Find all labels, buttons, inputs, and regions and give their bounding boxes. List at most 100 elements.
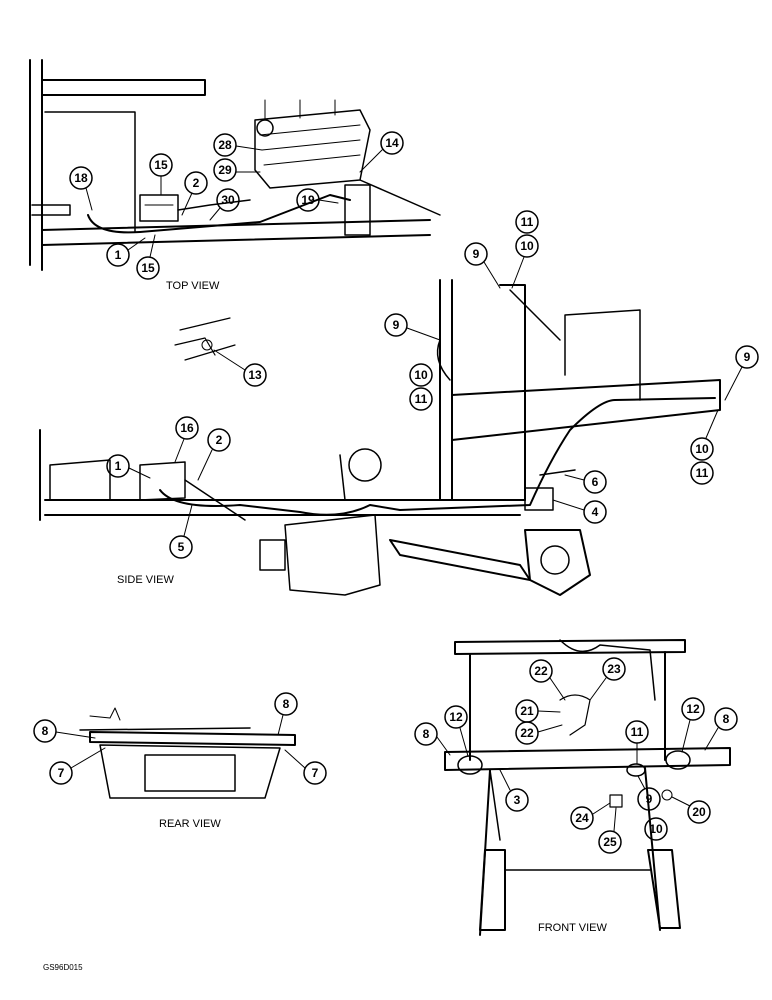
svg-text:11: 11	[415, 392, 428, 406]
rear-view-label: REAR VIEW	[159, 818, 221, 830]
svg-text:9: 9	[393, 318, 400, 332]
svg-text:10: 10	[520, 239, 534, 253]
callout-28: 28	[213, 133, 263, 157]
side-view: 1 16 2 5 9 10 11 9 10 11 9 10 11 6 4 SID…	[39, 210, 759, 596]
callout-29: 29	[213, 158, 261, 182]
svg-text:10: 10	[649, 822, 663, 836]
svg-text:4: 4	[592, 505, 599, 519]
callout-9c: 9	[724, 345, 759, 401]
callout-10b: 10	[515, 234, 539, 258]
svg-text:14: 14	[385, 136, 399, 150]
callout-2a: 2	[181, 171, 208, 216]
callout-11c: 11	[690, 409, 719, 485]
front-view: 22 23 21 22 12 8 12 8 11 3 9 20 24 25 10…	[414, 639, 738, 936]
svg-text:10: 10	[695, 442, 709, 456]
svg-text:18: 18	[74, 171, 88, 185]
callout-1b: 1	[106, 454, 151, 479]
svg-text:12: 12	[686, 702, 700, 716]
rear-view: 8 8 7 7 REAR VIEW	[33, 692, 327, 830]
svg-text:9: 9	[744, 350, 751, 364]
svg-text:11: 11	[631, 725, 644, 739]
svg-text:7: 7	[58, 766, 65, 780]
svg-text:9: 9	[473, 247, 480, 261]
svg-text:2: 2	[216, 433, 223, 447]
svg-text:8: 8	[42, 724, 49, 738]
side-view-label: SIDE VIEW	[117, 574, 174, 586]
svg-text:22: 22	[534, 664, 548, 678]
figure-code: GS96D015	[43, 963, 83, 972]
svg-text:8: 8	[423, 727, 430, 741]
callout-10a: 10	[409, 363, 433, 387]
svg-text:10: 10	[414, 368, 428, 382]
svg-text:13: 13	[248, 368, 262, 382]
callout-16: 16	[174, 416, 199, 463]
svg-text:30: 30	[221, 193, 235, 207]
callout-5: 5	[169, 504, 193, 559]
callout-12a: 12	[444, 705, 469, 757]
callout-22a: 22	[529, 659, 566, 701]
svg-text:2: 2	[193, 176, 200, 190]
svg-text:7: 7	[312, 766, 319, 780]
svg-text:15: 15	[154, 158, 168, 172]
callout-15b: 15	[136, 234, 160, 280]
callout-6: 6	[564, 470, 607, 494]
callout-12b: 12	[681, 697, 705, 753]
callout-9b: 9	[464, 242, 501, 289]
callout-24: 24	[570, 802, 611, 830]
svg-text:11: 11	[521, 215, 534, 229]
callout-4: 4	[552, 499, 607, 524]
svg-text:11: 11	[696, 466, 709, 480]
callout-9a: 9	[384, 313, 441, 341]
svg-text:23: 23	[607, 662, 621, 676]
top-view: 18 15 2 30 1 15 28 29 14 19 TOP VIEW	[29, 59, 441, 292]
callout-3: 3	[499, 769, 529, 812]
svg-text:22: 22	[520, 726, 534, 740]
callout-21: 21	[515, 699, 561, 723]
callout-18: 18	[69, 166, 93, 211]
svg-text:6: 6	[592, 475, 599, 489]
callout-8d: 8	[704, 707, 738, 751]
callout-22b: 22	[515, 721, 563, 745]
svg-text:19: 19	[301, 193, 315, 207]
callout-1a: 1	[106, 237, 146, 267]
svg-text:3: 3	[514, 793, 521, 807]
callout-25: 25	[598, 807, 622, 854]
svg-text:8: 8	[723, 712, 730, 726]
callout-19: 19	[296, 188, 339, 212]
callout-15a: 15	[149, 153, 173, 196]
callout-11d: 11	[625, 720, 649, 765]
svg-text:29: 29	[218, 163, 232, 177]
callout-11a: 11	[409, 387, 433, 411]
svg-text:1: 1	[115, 248, 122, 262]
svg-text:20: 20	[692, 805, 706, 819]
svg-text:24: 24	[575, 811, 589, 825]
callout-23: 23	[589, 657, 626, 701]
callout-7b: 7	[284, 749, 327, 785]
svg-text:21: 21	[520, 704, 534, 718]
callout-11b: 11	[511, 210, 539, 289]
svg-text:5: 5	[178, 540, 185, 554]
callout-9d: 9	[637, 775, 661, 811]
svg-text:12: 12	[449, 710, 463, 724]
callout-7a: 7	[49, 747, 106, 785]
callout-30: 30	[209, 188, 240, 221]
callout-10c: 10	[690, 437, 714, 461]
callout-10d: 10	[644, 817, 668, 841]
callout-14: 14	[359, 131, 404, 173]
detail-13: 13	[174, 317, 267, 387]
callout-2b: 2	[197, 428, 231, 481]
svg-text:15: 15	[141, 261, 155, 275]
top-view-label: TOP VIEW	[166, 280, 220, 292]
svg-text:28: 28	[218, 138, 232, 152]
callout-8a: 8	[33, 719, 96, 743]
svg-text:16: 16	[180, 421, 194, 435]
svg-text:8: 8	[283, 697, 290, 711]
svg-text:25: 25	[603, 835, 617, 849]
svg-text:1: 1	[115, 459, 122, 473]
callout-8c: 8	[414, 722, 451, 756]
svg-text:9: 9	[646, 792, 653, 806]
callout-8b: 8	[274, 692, 298, 736]
front-view-label: FRONT VIEW	[538, 922, 607, 934]
callout-20: 20	[671, 796, 711, 824]
